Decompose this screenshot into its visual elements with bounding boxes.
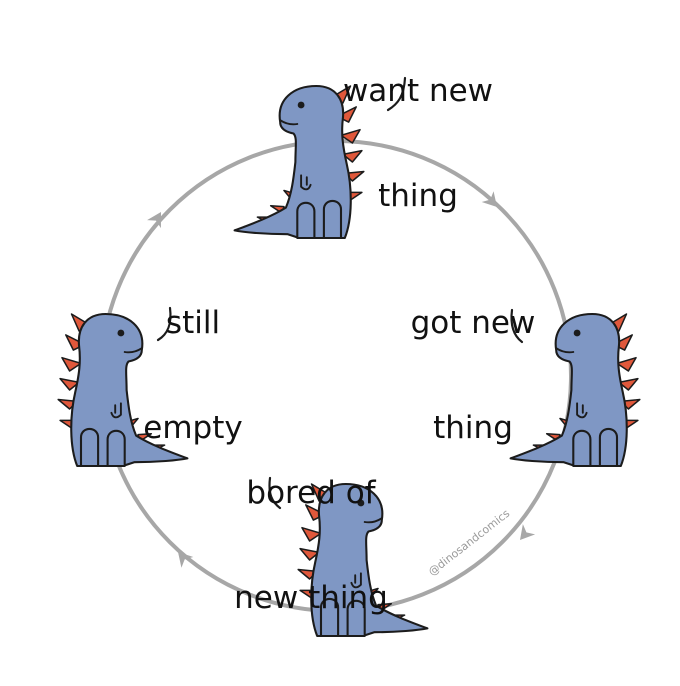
caption-line: bored of (246, 475, 376, 511)
speech-tail-bored (268, 476, 282, 510)
caption-line: want new (342, 73, 494, 109)
speech-tail-empty (156, 306, 172, 342)
caption-line: empty (143, 410, 243, 446)
speech-tail-want (386, 76, 407, 112)
caption-line: thing (433, 410, 513, 446)
caption-line: got new (410, 305, 536, 341)
caption-want-new-thing: want new thing (338, 4, 498, 284)
speech-tail-got (510, 308, 524, 344)
caption-got-new-thing: got new thing (398, 236, 548, 516)
caption-line: still (165, 305, 221, 341)
caption-line: thing (378, 178, 458, 214)
caption-still-empty: still empty (128, 236, 258, 516)
caption-line: new thing (234, 580, 388, 616)
caption-bored-of-new-thing: bored of new thing (226, 406, 396, 686)
